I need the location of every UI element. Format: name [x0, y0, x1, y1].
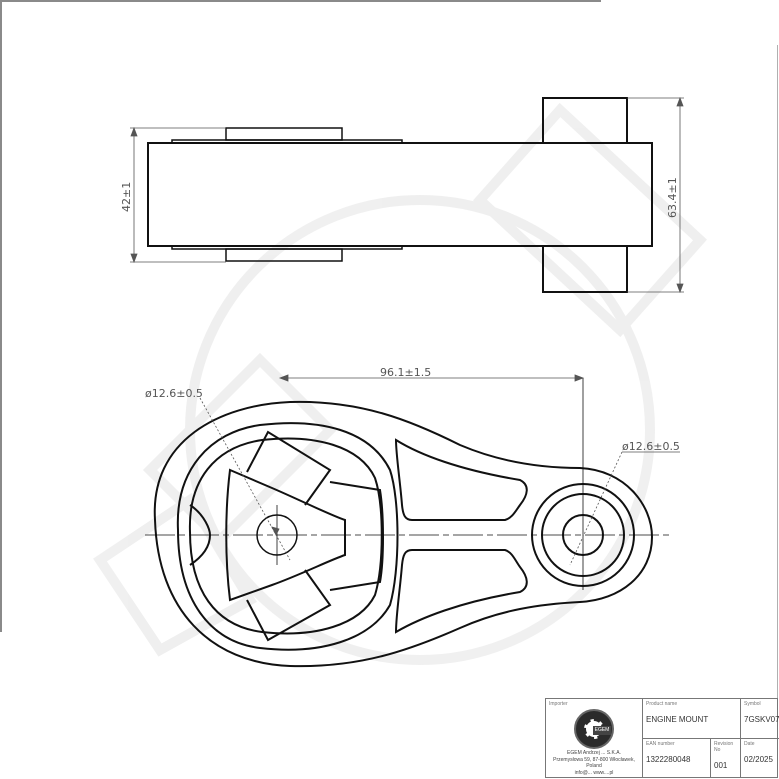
top-view-dimensions	[130, 96, 684, 294]
importer-address: EGEM Andrzej ... S.K.A. Przemysłowa 59, …	[549, 750, 639, 776]
top-view	[147, 97, 653, 293]
dim-hole-right-diameter: ø12.6±0.5	[622, 440, 680, 453]
address-line: info@... www....pl	[574, 769, 614, 776]
symbol-label: Symbol	[744, 701, 761, 707]
logo-text: EGEM	[593, 726, 611, 735]
drawing-frame-top	[0, 0, 601, 2]
symbol-value: 7GSKV074	[744, 715, 779, 724]
product-name-cell: Product name ENGINE MOUNT	[642, 699, 740, 739]
date-cell: Date 02/2025	[740, 739, 779, 777]
dim-hole-left-diameter: ø12.6±0.5	[145, 387, 203, 400]
product-name-label: Product name	[646, 701, 678, 707]
ean-label: EAN number	[646, 741, 675, 747]
product-name-value: ENGINE MOUNT	[646, 715, 709, 724]
company-logo: EGEM	[574, 709, 614, 749]
dim-height-total: 63.4±1	[666, 177, 679, 218]
revision-value: 001	[714, 761, 728, 770]
front-view-dimensions	[199, 374, 680, 566]
importer-cell: Importer EGEM EGEM Andrzej ... S.K.A. Pr…	[546, 699, 642, 777]
importer-label: Importer	[549, 701, 568, 707]
centerlines	[145, 378, 670, 590]
drawing-frame-right	[777, 45, 778, 735]
address-line: Przemysłowa 59, 87-800 Włocławek, Poland	[553, 756, 635, 770]
ean-cell: EAN number 1322280048	[642, 739, 710, 777]
date-value: 02/2025	[744, 755, 773, 764]
revision-cell: Revision No 001	[710, 739, 740, 777]
symbol-cell: Symbol 7GSKV074	[740, 699, 779, 739]
dim-height-body: 42±1	[120, 182, 133, 212]
watermark	[93, 102, 707, 665]
title-block: Importer EGEM EGEM Andrzej ... S.K.A. Pr…	[545, 698, 779, 778]
drawing-frame-left	[0, 0, 2, 632]
address-line: EGEM Andrzej ... S.K.A.	[567, 750, 621, 756]
ean-value: 1322280048	[646, 755, 691, 764]
dim-center-distance: 96.1±1.5	[380, 366, 431, 379]
date-label: Date	[744, 741, 755, 747]
revision-label: Revision No	[714, 741, 734, 753]
